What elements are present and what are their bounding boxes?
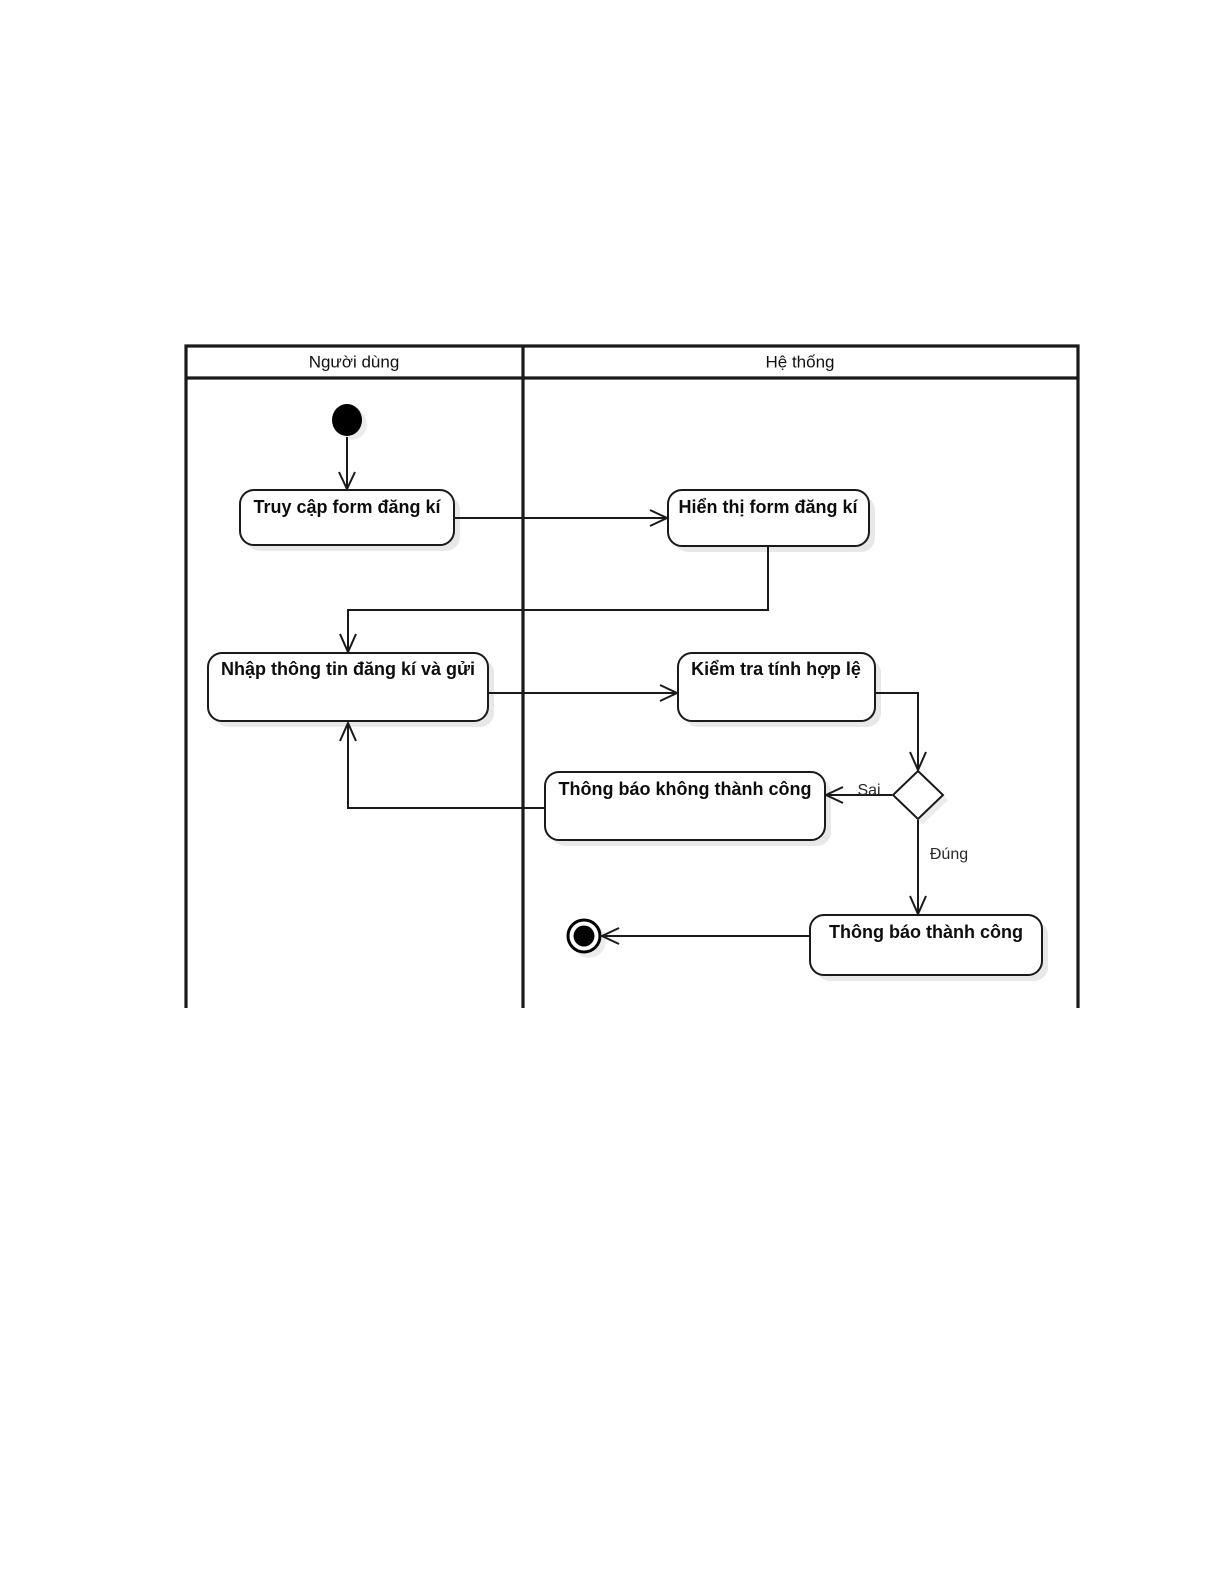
- activity-label-1: Truy cập form đăng kí: [253, 497, 441, 517]
- flow-truy-cap-to-hien-thi: [454, 509, 670, 527]
- activity-label-5: Thông báo không thành công: [559, 779, 812, 799]
- flow-thong-bao-khong-thanh-cong-to-nhap-thong-tin: [339, 720, 544, 809]
- flow-thong-bao-thanh-cong-to-final: [599, 927, 809, 945]
- edge-label-sai: Sai: [857, 782, 880, 799]
- activity-label-2: Hiển thị form đăng kí: [678, 497, 858, 517]
- activity-node-truy-cap-form[interactable]: Truy cập form đăng kí: [239, 489, 460, 551]
- flow-nhap-thong-tin-to-kiem-tra: [489, 684, 680, 702]
- activity-node-thong-bao-khong-thanh-cong[interactable]: Thông báo không thành công: [544, 771, 831, 846]
- activity-node-nhap-thong-tin[interactable]: Nhập thông tin đăng kí và gửi: [207, 652, 494, 727]
- edge-label-dung: Đúng: [930, 846, 968, 863]
- activity-node-hien-thi-form[interactable]: Hiển thị form đăng kí: [667, 489, 875, 552]
- flow-hien-thi-to-nhap-thong-tin: [339, 546, 769, 655]
- decision-node[interactable]: [891, 769, 948, 824]
- final-node[interactable]: [566, 918, 606, 958]
- flow-kiem-tra-to-decision: [876, 692, 927, 773]
- flow-decision-false-to-thong-bao-khong-thanh-cong: Sai: [823, 782, 892, 804]
- lane-title-user: Người dùng: [309, 352, 400, 371]
- activity-label-3: Nhập thông tin đăng kí và gửi: [221, 659, 475, 679]
- lane-title-system: Hệ thống: [766, 352, 835, 371]
- swimlane-frame: [184, 344, 1080, 1008]
- flow-start-to-truy-cap: [338, 437, 356, 492]
- initial-node[interactable]: [332, 404, 367, 440]
- activity-node-thong-bao-thanh-cong[interactable]: Thông báo thành công: [809, 914, 1048, 981]
- swimlane-outer-border: [184, 344, 1080, 1008]
- activity-node-kiem-tra[interactable]: Kiểm tra tính hợp lệ: [677, 652, 881, 727]
- activity-label-4: Kiểm tra tính hợp lệ: [691, 659, 861, 679]
- activity-label-6: Thông báo thành công: [829, 922, 1023, 942]
- flow-decision-true-to-thong-bao-thanh-cong: Đúng: [909, 820, 968, 917]
